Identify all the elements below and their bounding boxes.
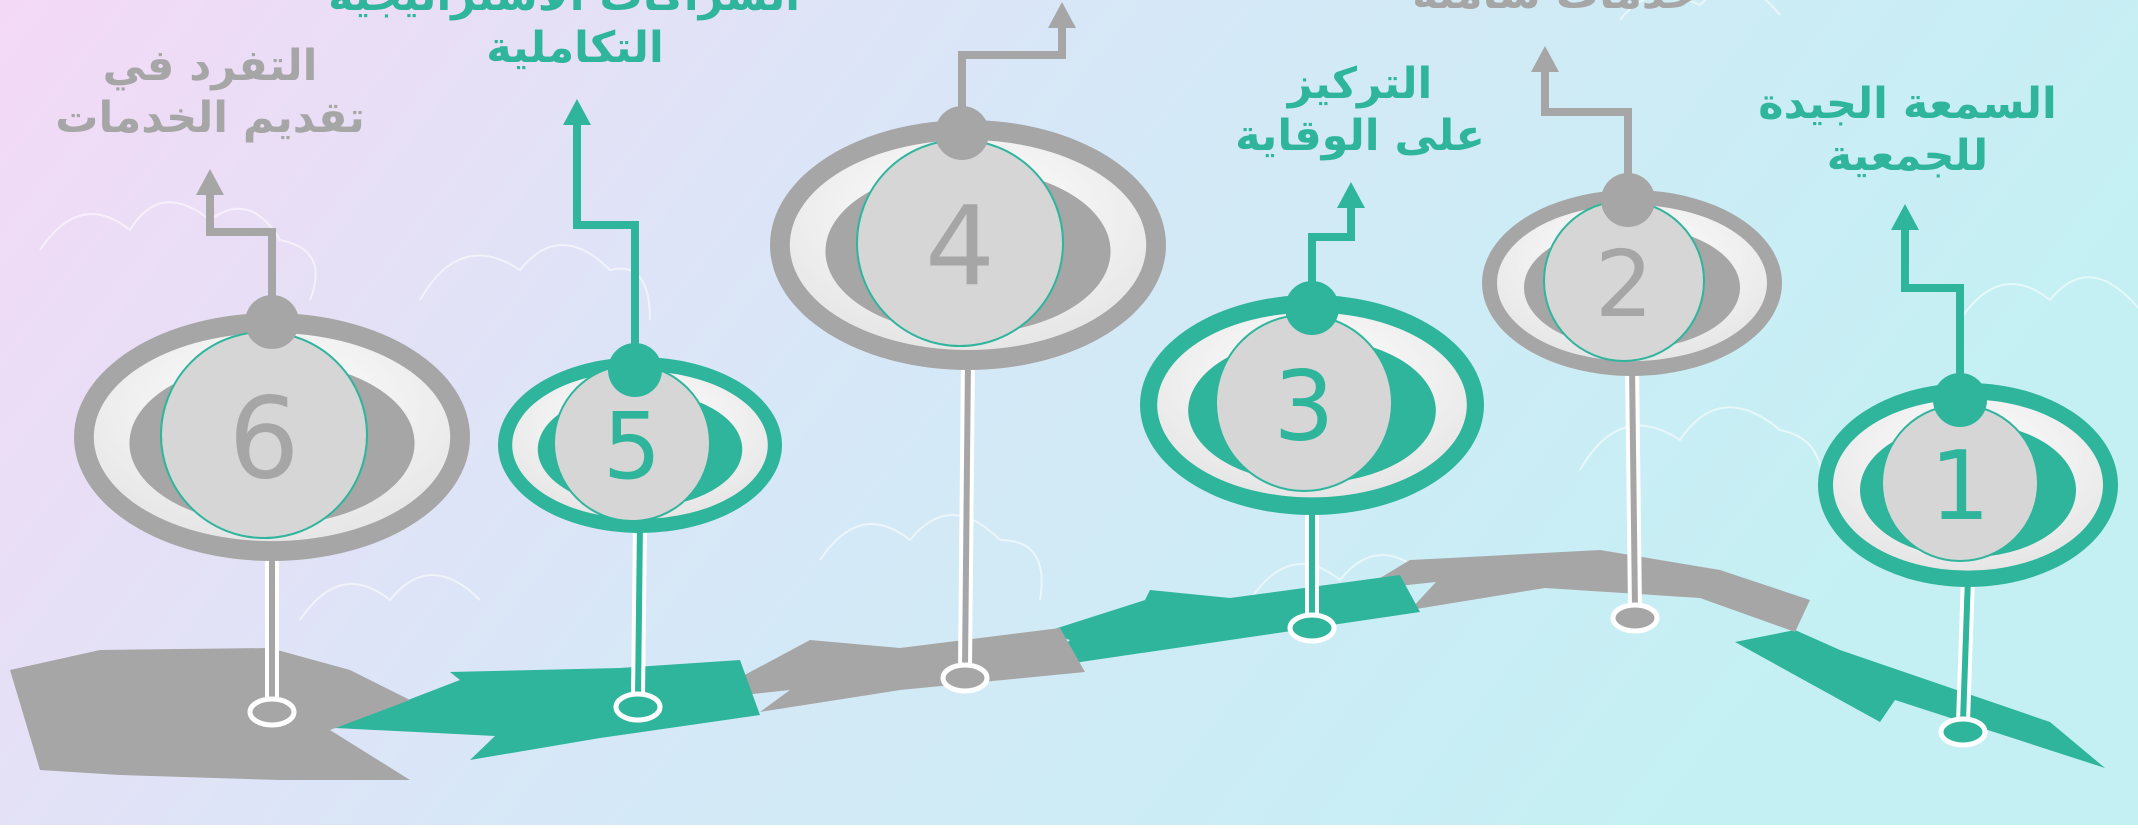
stem xyxy=(635,522,643,698)
step-marker-3: 3 xyxy=(1140,182,1484,644)
step-number: 5 xyxy=(603,393,662,500)
background-clouds xyxy=(39,0,2138,621)
arrow-segment-2 xyxy=(1360,550,1810,632)
connector-dot xyxy=(608,343,662,397)
connector-arrowhead xyxy=(563,99,591,125)
connector-arrowhead xyxy=(1048,2,1076,28)
step-number: 6 xyxy=(228,374,299,504)
step-label-line: للجمعية xyxy=(1826,131,1989,181)
step-label-2: خدمات شاملة xyxy=(1390,0,1720,20)
stem xyxy=(1960,576,1971,723)
step-label-line: التركيز xyxy=(1287,59,1433,109)
step-label-line: التكاملية xyxy=(486,23,664,73)
stem-base xyxy=(1287,612,1337,644)
connector-dot xyxy=(935,106,989,160)
step-marker-1: 1 xyxy=(1818,204,2118,748)
stem xyxy=(1629,365,1638,609)
connector-arrowhead xyxy=(1337,182,1365,208)
step-label-line: التفرد في xyxy=(102,41,318,91)
connector-dot xyxy=(1933,373,1987,427)
step-number: 4 xyxy=(925,183,995,311)
arrow-segment-5 xyxy=(335,660,760,760)
step-label-line: على الوقاية xyxy=(1235,111,1485,161)
connector-arrowhead xyxy=(1531,46,1559,72)
step-markers: 1 2 3 4 5 6 xyxy=(74,2,2118,748)
connector-line xyxy=(1901,222,1964,400)
connector-dot xyxy=(1601,173,1655,227)
stem-base xyxy=(247,696,297,728)
stem-base xyxy=(1938,716,1988,748)
arrow-segment-3 xyxy=(1040,575,1420,668)
connector-dot xyxy=(245,295,299,349)
stem xyxy=(962,359,971,669)
step-label-line: تقديم الخدمات xyxy=(55,93,365,143)
connector-line xyxy=(206,188,276,322)
step-marker-6: 6 xyxy=(74,169,470,728)
arrow-segment-4 xyxy=(698,628,1085,712)
step-marker-2: 2 xyxy=(1482,46,1782,634)
step-label-line: السمعة الجيدة xyxy=(1758,79,2057,129)
step-marker-5: 5 xyxy=(498,99,782,723)
connector-arrowhead xyxy=(1891,204,1919,230)
connector-line xyxy=(1541,65,1632,200)
arrow-band xyxy=(10,550,2105,780)
connector-line xyxy=(958,20,1066,133)
connector-arrowhead xyxy=(196,169,224,195)
stem-base xyxy=(613,691,663,723)
step-label-line: خدمات شاملة xyxy=(1390,0,1720,20)
step-label-5: الشراكات الاستراتيجيةالتكاملية xyxy=(328,0,800,74)
connector-dot xyxy=(1285,281,1339,335)
connector-line xyxy=(573,118,639,370)
connector-line xyxy=(1308,200,1355,308)
stem-base xyxy=(1610,602,1660,634)
step-marker-4: 4 xyxy=(770,2,1166,694)
step-number: 1 xyxy=(1930,432,1990,542)
arrow-segment-6 xyxy=(10,648,410,780)
arrow-segment-1 xyxy=(1735,630,2105,768)
step-label-line: الشراكات الاستراتيجية xyxy=(328,0,800,22)
step-number: 2 xyxy=(1595,231,1654,338)
step-number: 3 xyxy=(1273,351,1334,463)
stem-base xyxy=(940,662,990,694)
